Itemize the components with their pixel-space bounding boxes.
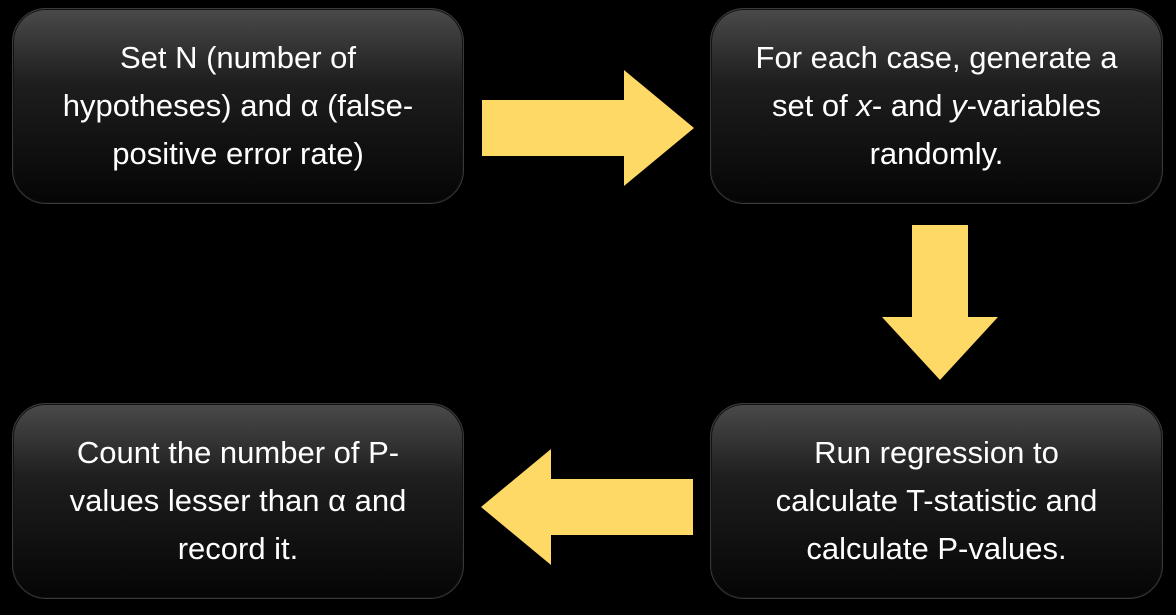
text-part: Run regression to calculate T-statistic … (775, 435, 1098, 566)
arrow-left-icon (481, 449, 693, 565)
arrow-right-shape (482, 70, 694, 186)
step-1-box: Set N (number of hypotheses) and α (fals… (12, 8, 464, 204)
step-1-text: Set N (number of hypotheses) and α (fals… (63, 34, 414, 178)
text-part: For each case, generate a set of (755, 40, 1118, 123)
step-2-box: For each case, generate a set of x- and … (710, 8, 1163, 204)
text-part: Count the number of P- values lesser tha… (69, 435, 407, 566)
step-3-box: Run regression to calculate T-statistic … (710, 403, 1163, 599)
arrow-right-icon (482, 70, 694, 186)
italic-part: y (951, 88, 967, 123)
arrow-left-shape (481, 449, 693, 565)
arrow-down-shape (882, 225, 998, 380)
text-part: -variables randomly. (869, 88, 1102, 171)
text-part: - and (871, 88, 952, 123)
arrow-down-icon (882, 225, 998, 380)
step-4-box: Count the number of P- values lesser tha… (12, 403, 464, 599)
text-part: Set N (number of hypotheses) and α (fals… (62, 40, 414, 171)
step-3-text: Run regression to calculate T-statistic … (776, 429, 1098, 573)
step-4-text: Count the number of P- values lesser tha… (70, 429, 407, 573)
step-2-text: For each case, generate a set of x- and … (756, 34, 1118, 178)
italic-part: x (856, 88, 872, 123)
